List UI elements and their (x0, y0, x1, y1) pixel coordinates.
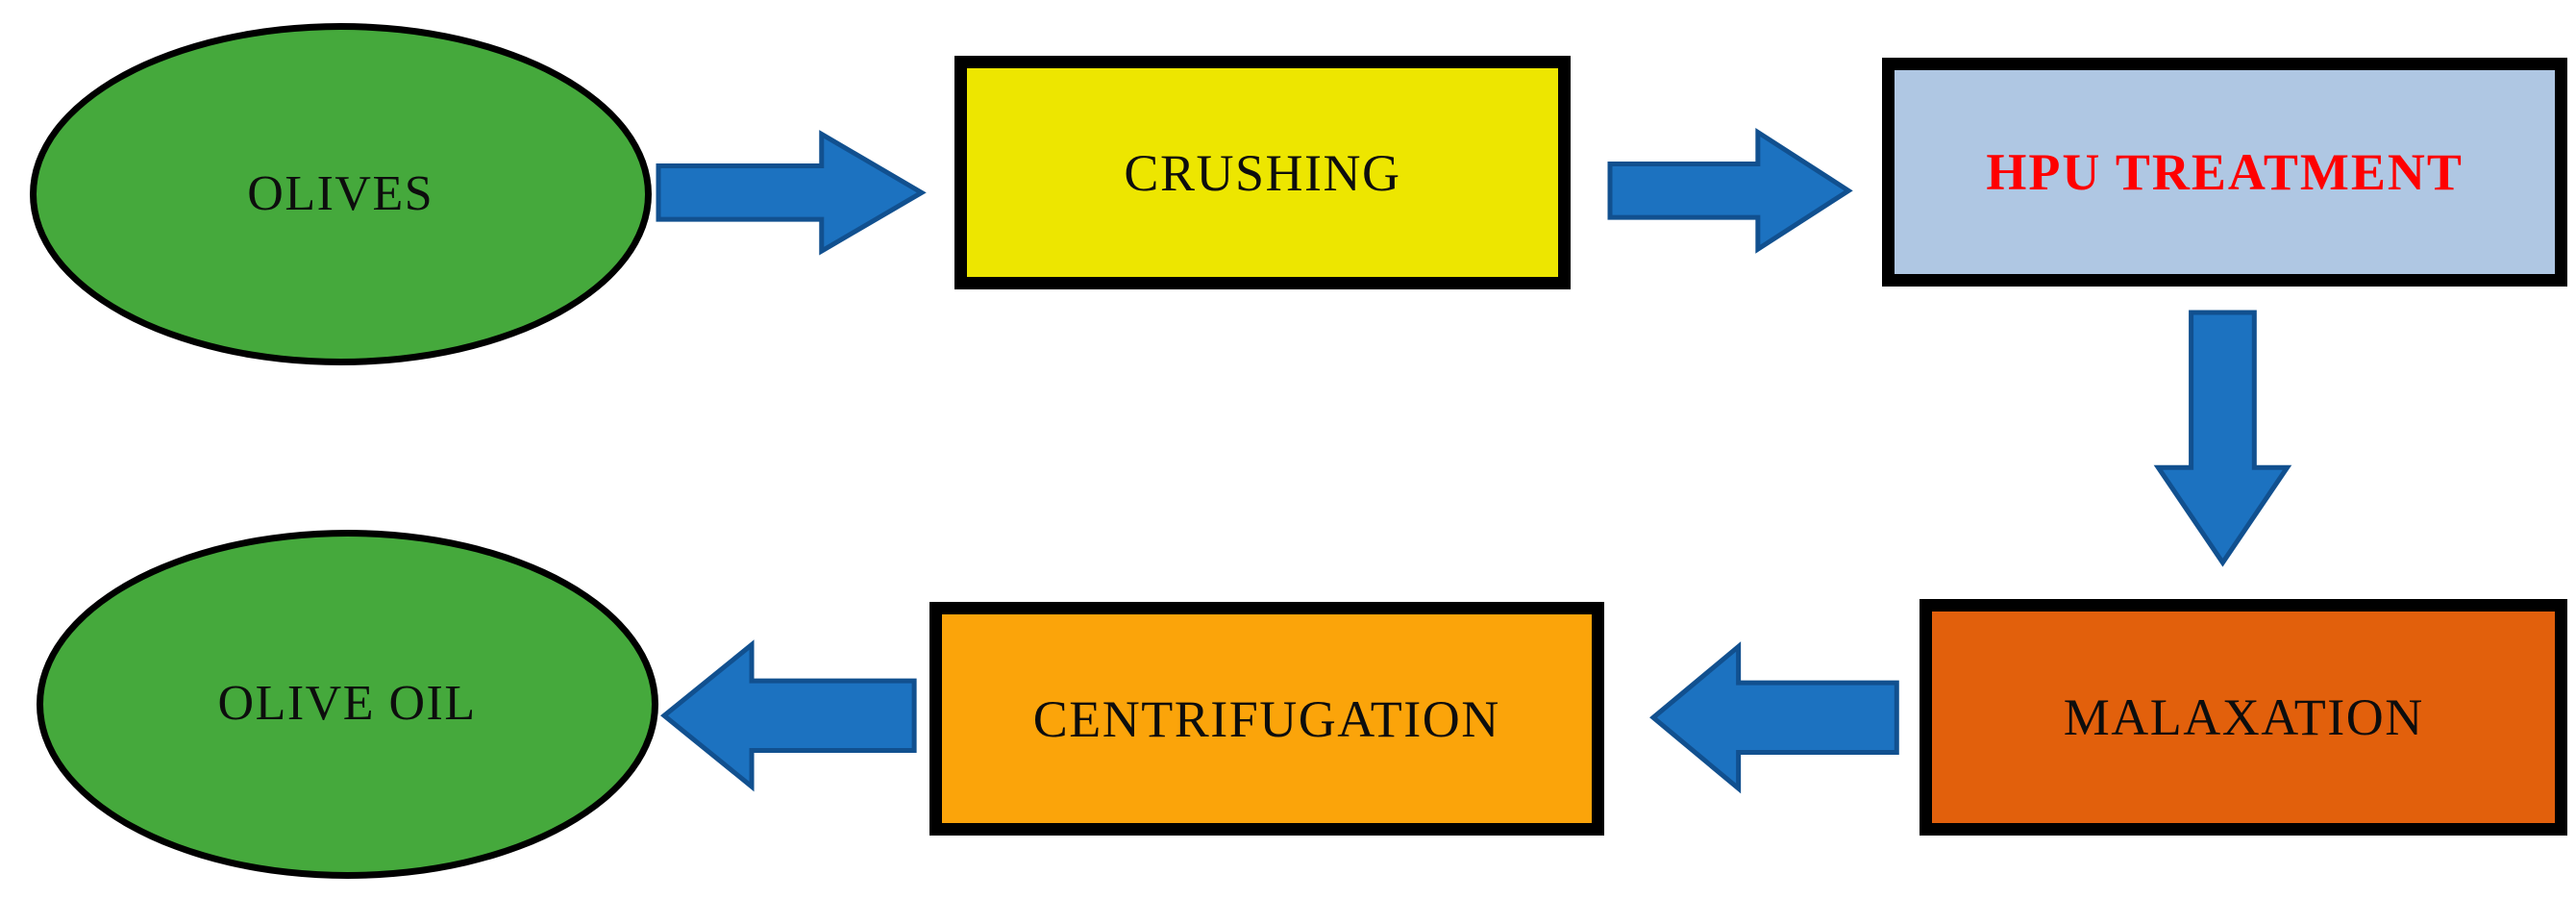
arrow-right-olives-to-crushing (658, 132, 922, 254)
node-crushing[interactable]: CRUSHING (954, 56, 1572, 290)
arrow-down-hpu-treatment-to-malaxation (2157, 312, 2289, 562)
arrow-left-malaxation-to-centrifugation (1653, 645, 1896, 790)
node-hpu-treatment-label: HPU TREATMENT (1986, 142, 2464, 201)
node-centrifugation-label: CENTRIFUGATION (1032, 689, 1500, 748)
node-olives[interactable]: OLIVES (29, 22, 652, 365)
arrow-right-crushing-to-hpu-treatment (1610, 130, 1848, 252)
node-olive-oil-label: OLIVE OIL (217, 676, 477, 732)
node-hpu-treatment[interactable]: HPU TREATMENT (1881, 57, 2568, 287)
node-olives-label: OLIVES (247, 165, 434, 221)
node-crushing-label: CRUSHING (1124, 143, 1401, 202)
node-malaxation[interactable]: MALAXATION (1920, 598, 2568, 837)
node-centrifugation[interactable]: CENTRIFUGATION (929, 602, 1604, 837)
arrow-left-centrifugation-to-olive-oil (664, 643, 914, 788)
node-malaxation-label: MALAXATION (2063, 688, 2424, 747)
node-olive-oil[interactable]: OLIVE OIL (36, 530, 658, 879)
